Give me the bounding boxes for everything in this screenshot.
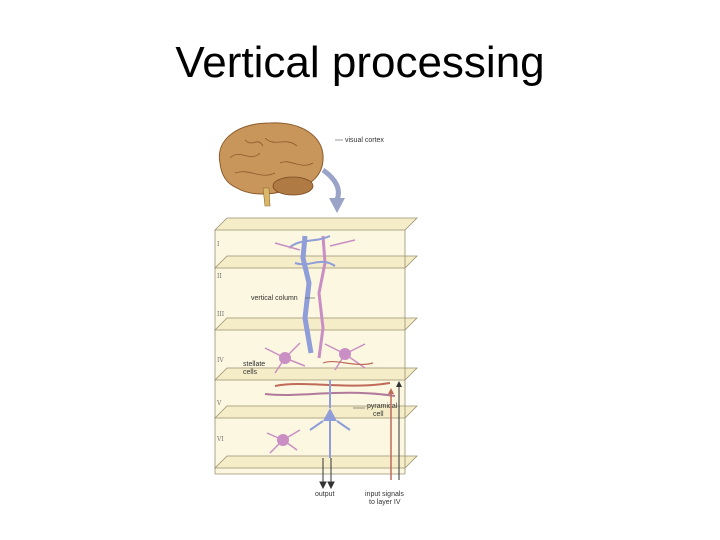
label-input-2: to layer IV (369, 499, 401, 506)
layer-marker-1: I (217, 241, 220, 248)
visual-cortex-diagram: visual cortex I II III IV V VI vertical … (205, 118, 440, 510)
horizontal-fibers (264, 382, 396, 397)
layer-marker-2: II (217, 273, 222, 280)
layer-marker-5: V (216, 400, 222, 407)
label-output: output (315, 491, 335, 498)
vertical-column (274, 235, 356, 359)
label-visual-cortex: visual cortex (345, 137, 384, 144)
brain-illustration (218, 122, 324, 207)
label-stellate-2: cells (243, 369, 258, 376)
layer-marker-4: IV (217, 357, 224, 364)
slide-title: Vertical processing (175, 38, 545, 87)
label-input-1: input signals (365, 491, 404, 498)
layer-plates (214, 217, 418, 469)
zoom-arrow (321, 167, 345, 213)
layer-marker-3: III (217, 311, 225, 318)
pyramidal-cell (309, 380, 365, 458)
label-stellate-1: stellate (243, 361, 265, 368)
label-pyramidal-2: cell (373, 411, 384, 418)
layer-6-cell (266, 429, 301, 454)
input-arrows (388, 381, 402, 480)
label-vertical-column: vertical column (251, 295, 298, 302)
layer-marker-6: VI (216, 436, 224, 443)
stellate-cells (264, 342, 374, 374)
label-pyramidal-1: pyramidal (367, 403, 398, 410)
output-arrows (319, 458, 335, 490)
